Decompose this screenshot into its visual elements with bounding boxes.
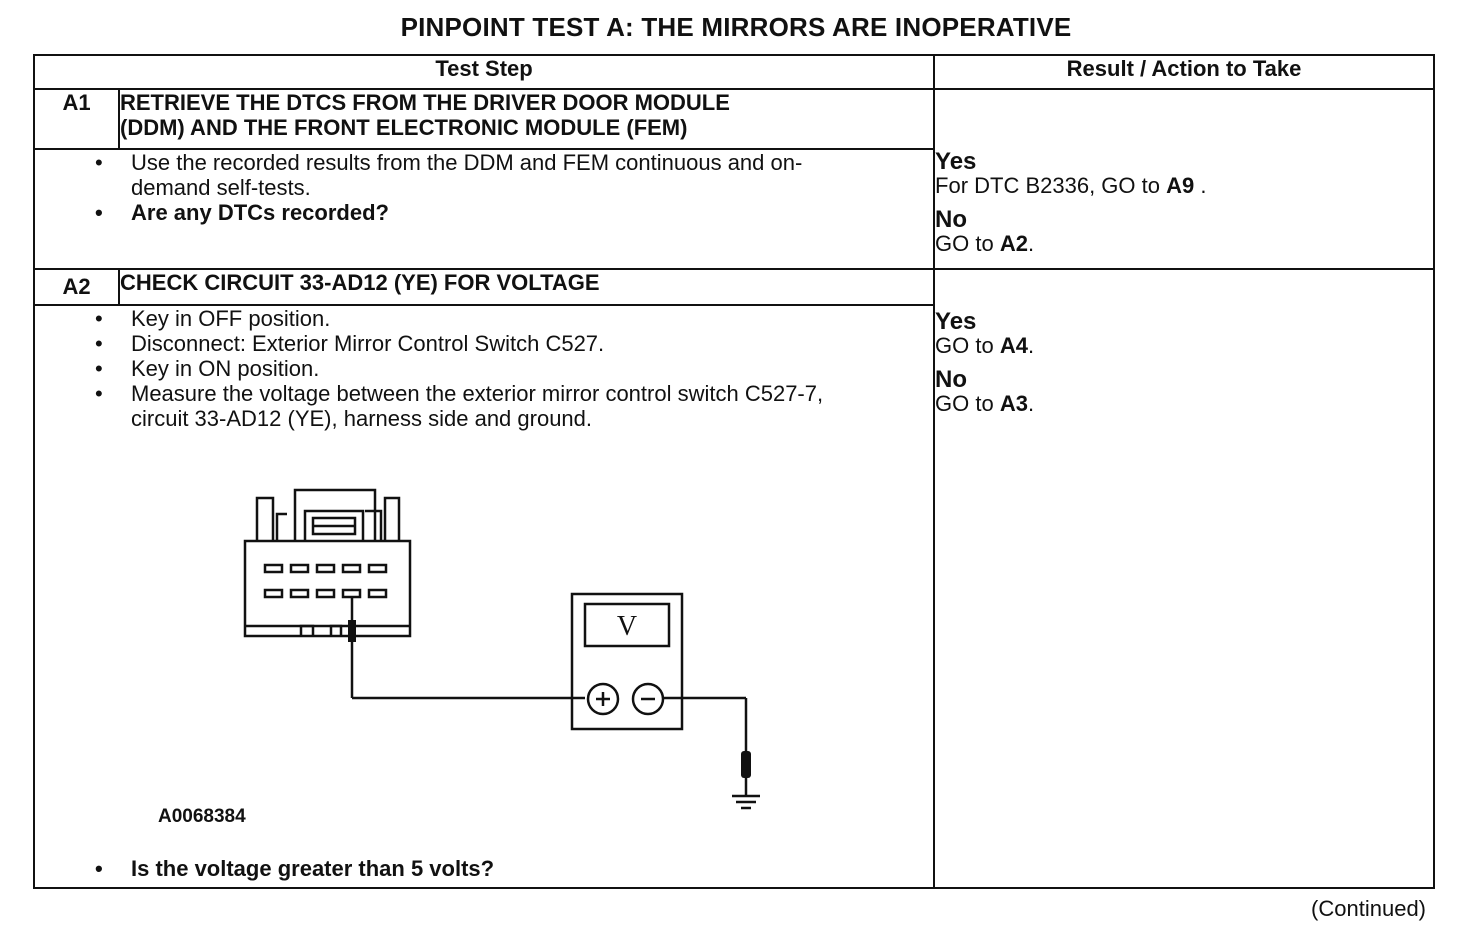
- bullet-item: Disconnect: Exterior Mirror Control Swit…: [95, 331, 883, 356]
- bullet-question: Are any DTCs recorded?: [95, 200, 873, 225]
- ground-lead-icon: [663, 696, 760, 810]
- result-yes-a2: Yes GO to A4.: [935, 308, 1035, 358]
- step-body-a2: Key in OFF position. Disconnect: Exterio…: [32, 304, 936, 889]
- ground-probe-tip-icon: [741, 751, 751, 778]
- goto-link-a2[interactable]: A2: [999, 231, 1028, 256]
- header-result-action: Result / Action to Take: [933, 54, 1436, 90]
- voltmeter-icon: [570, 592, 684, 731]
- connector-voltmeter-diagram: V: [243, 488, 760, 810]
- step-id-a2: A2: [33, 268, 120, 306]
- step-title-a1: RETRIEVE THE DTCS FROM THE DRIVER DOOR M…: [117, 88, 936, 150]
- probe-tip-icon: [348, 620, 356, 642]
- bullet-question: Is the voltage greater than 5 volts?: [95, 856, 494, 881]
- bullet-item: Key in ON position.: [95, 356, 883, 381]
- figure-id: A0068384: [158, 806, 246, 827]
- result-no-a1: No GO to A2.: [935, 206, 1035, 256]
- pinpoint-test-table: Test Step Result / Action to Take A1 RET…: [32, 54, 1436, 889]
- step-id-a1: A1: [33, 88, 120, 150]
- step-body-a1: Use the recorded results from the DDM an…: [32, 148, 936, 270]
- meter-display-label: V: [617, 611, 637, 642]
- step-title-a2: CHECK CIRCUIT 33-AD12 (YE) FOR VOLTAGE: [117, 268, 936, 306]
- connector-c527-icon: [243, 488, 412, 638]
- continued-note: (Continued): [1311, 896, 1426, 921]
- result-yes-a1: Yes For DTC B2336, GO to A9 .: [935, 148, 1207, 198]
- page-title: PINPOINT TEST A: THE MIRRORS ARE INOPERA…: [400, 12, 1072, 42]
- result-cell-a2: Yes GO to A4. No GO to A3.: [933, 268, 1436, 889]
- result-no-a2: No GO to A3.: [935, 366, 1035, 416]
- voltage-test-diagram: V A0068384 Is the voltage greater than 5…: [35, 431, 933, 881]
- header-test-step: Test Step: [32, 54, 936, 90]
- bullet-item: Use the recorded results from the DDM an…: [95, 150, 873, 200]
- bullet-item: Key in OFF position.: [95, 306, 883, 331]
- goto-link-a3[interactable]: A3: [999, 391, 1028, 416]
- probe-lead-icon: [350, 597, 585, 700]
- goto-link-a4[interactable]: A4: [999, 333, 1028, 358]
- goto-link-a9[interactable]: A9: [1166, 173, 1195, 198]
- result-cell-a1: Yes For DTC B2336, GO to A9 . No GO to A…: [933, 88, 1436, 270]
- bullet-item: Measure the voltage between the exterior…: [95, 381, 883, 431]
